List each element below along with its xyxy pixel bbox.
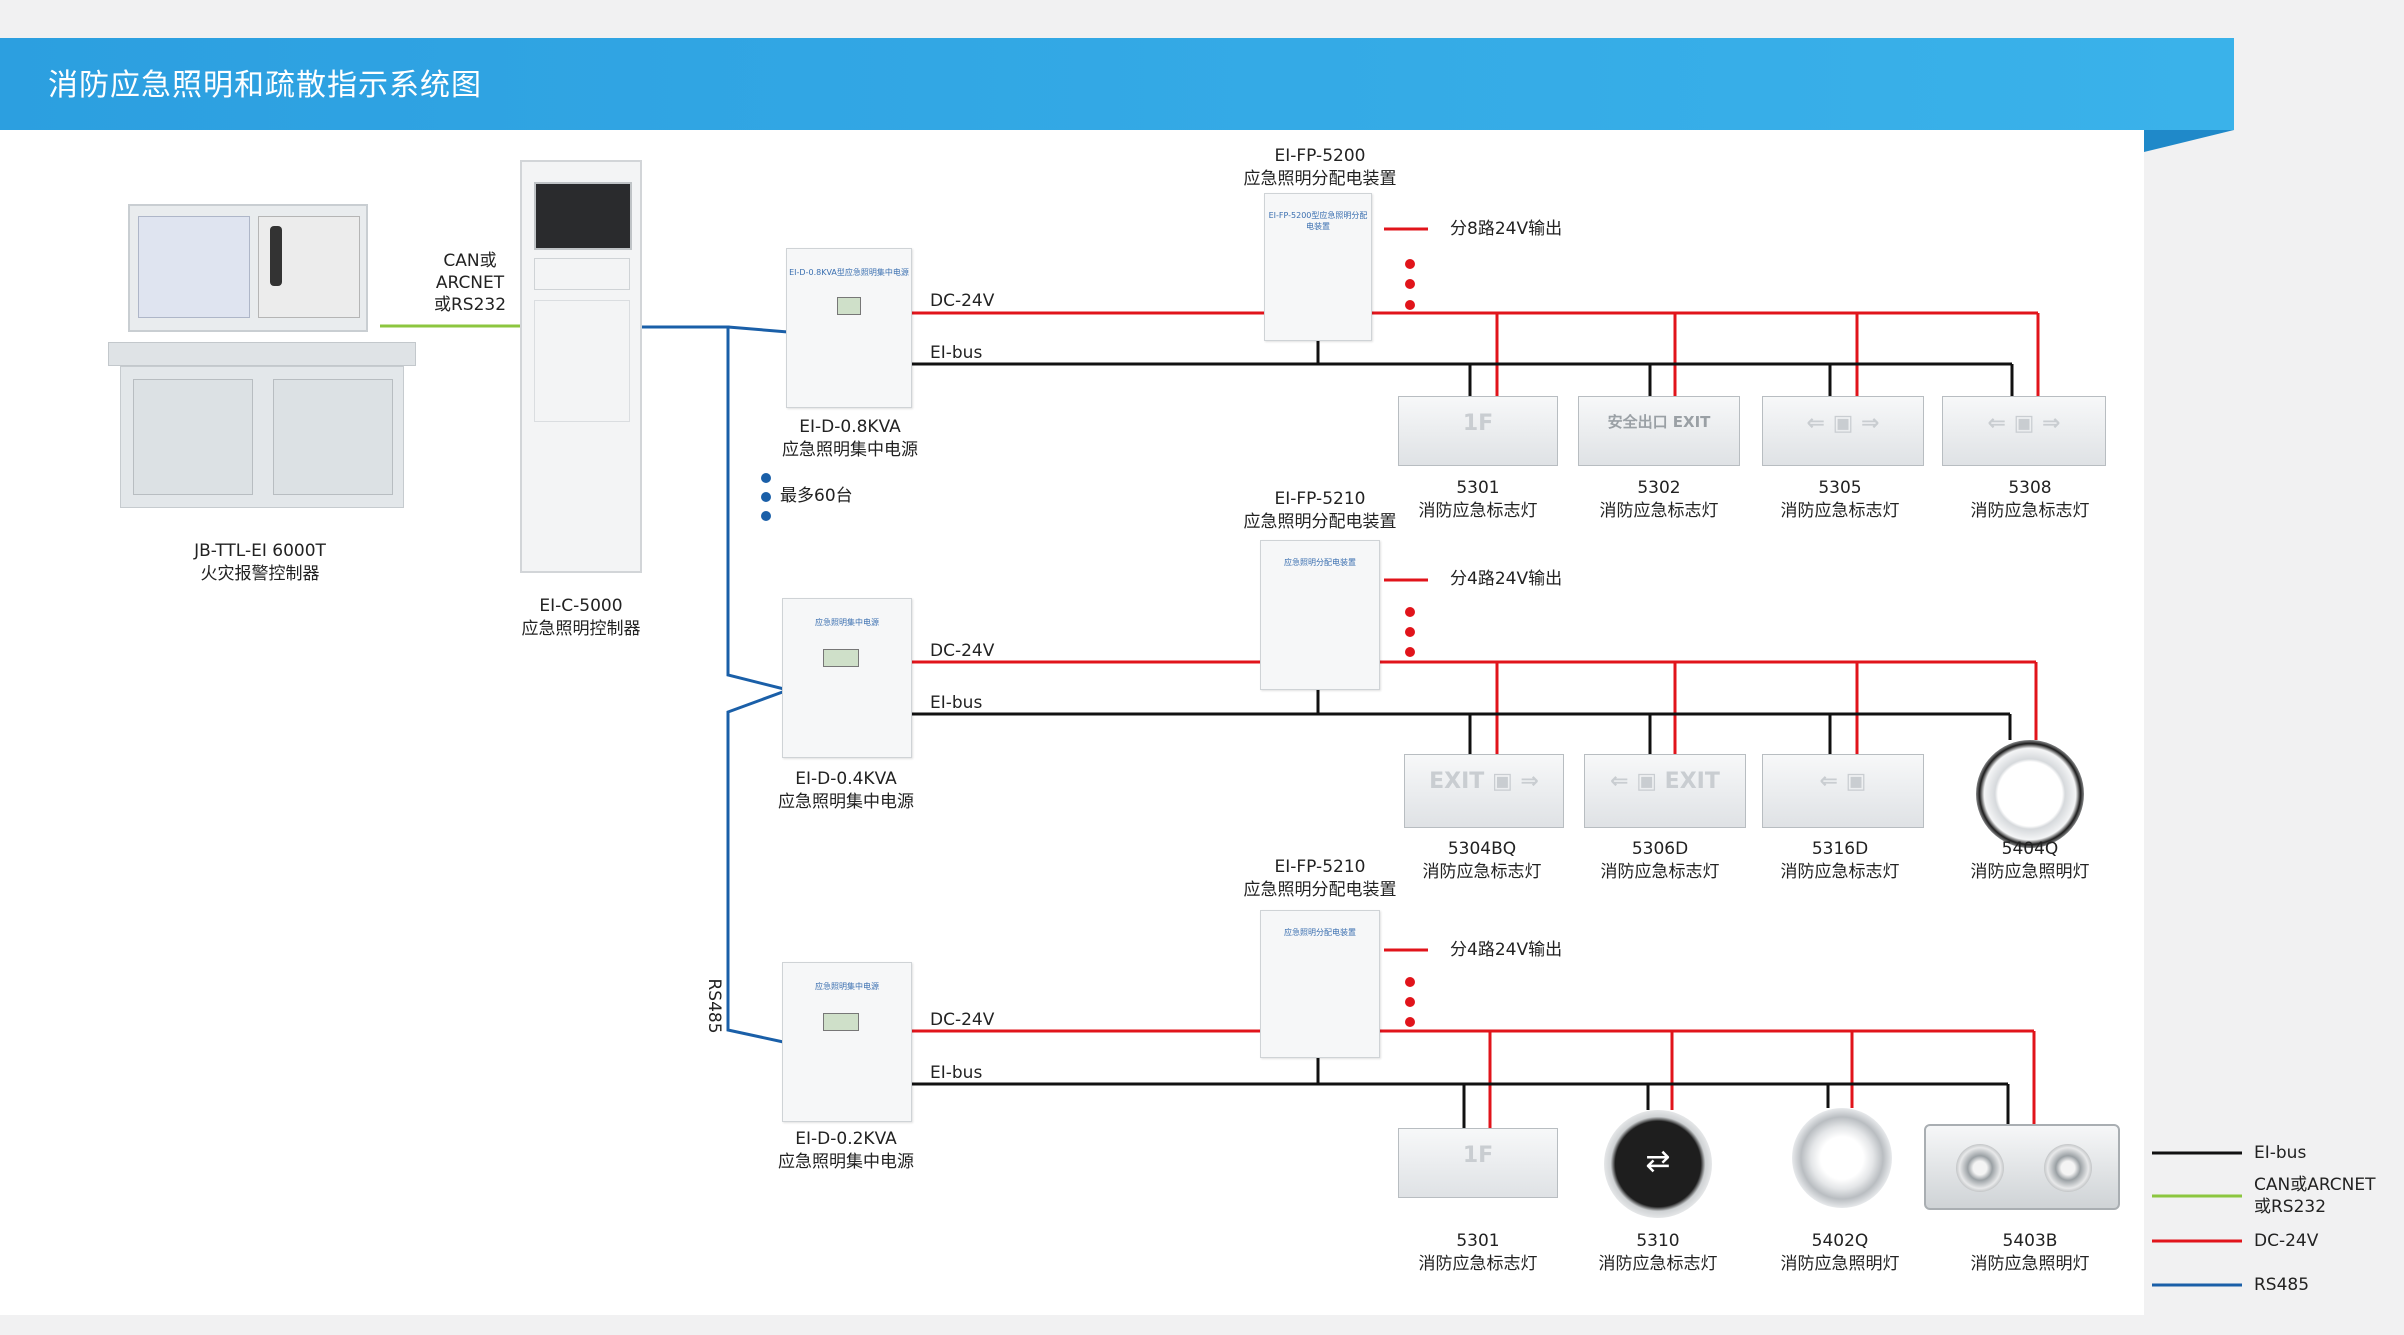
lamp-5302-sign: 安全出口 EXIT: [1578, 396, 1740, 466]
dist-output-label: 分4路24V输出: [1450, 569, 1563, 589]
rs485-wire: [642, 325, 789, 692]
power-supply-name: 应急照明集中电源: [778, 792, 914, 812]
lamp-name: 消防应急照明灯: [1970, 862, 2090, 882]
lamp-5301-sign: 1F: [1398, 396, 1558, 466]
ei-bus-label: EI-bus: [930, 343, 983, 363]
page-title: 消防应急照明和疏散指示系统图: [48, 68, 482, 103]
spot-lamp-icon: [1956, 1144, 2004, 1192]
max-units-dots: [761, 473, 771, 521]
lamp-model: 5403B: [2002, 1231, 2058, 1251]
dc24v-label: DC-24V: [930, 291, 995, 311]
fire-controller-cabinet: [120, 366, 404, 508]
rs485-wire: [726, 688, 789, 1045]
lamp-model: 5404Q: [2001, 839, 2059, 859]
lighting-controller-name: 应急照明控制器: [521, 619, 641, 639]
dist-unit-model: EI-FP-5210: [1274, 489, 1366, 509]
dist-output-label: 分4路24V输出: [1450, 940, 1563, 960]
dc24v-label: DC-24V: [930, 641, 995, 661]
legend-can: CAN或ARCNET 或RS232: [2254, 1175, 2376, 1217]
lamp-model: 5302: [1637, 478, 1681, 498]
power-supply-0.4kva: 应急照明集中电源: [782, 598, 912, 758]
dist-output-label: 分8路24V输出: [1450, 219, 1563, 239]
fire-controller-name: 火灾报警控制器: [200, 564, 320, 584]
lamp-5308-sign: ⇐ ▣ ⇒: [1942, 396, 2106, 466]
lamp-name: 消防应急标志灯: [1780, 862, 1900, 882]
lamp-name: 消防应急标志灯: [1970, 501, 2090, 521]
dist-unit-model: EI-FP-5210: [1274, 857, 1366, 877]
double-arrow-icon: ⇄: [1645, 1144, 1671, 1179]
header-bar: [0, 38, 2234, 130]
dist-unit-model: EI-FP-5200: [1274, 146, 1366, 166]
rs485-label: RS485: [704, 978, 724, 1034]
lamp-model: 5304BQ: [1447, 839, 1517, 859]
max-units-label: 最多60台: [780, 486, 853, 506]
lamp-model: 5301: [1456, 478, 1500, 498]
lamp-model: 5308: [2008, 478, 2052, 498]
fire-controller-model: JB-TTL-EI 6000T: [194, 541, 326, 561]
lamp-name: 消防应急标志灯: [1599, 501, 1719, 521]
power-supply-model: EI-D-0.8KVA: [799, 417, 901, 437]
lamp-name: 消防应急标志灯: [1422, 862, 1542, 882]
lamp-model: 5316D: [1811, 839, 1869, 859]
distribution-unit-5210: 应急照明分配电装置: [1260, 540, 1380, 690]
lamp-name: 消防应急照明灯: [1780, 1254, 1900, 1274]
legend-ei-bus: EI-bus: [2254, 1143, 2307, 1163]
legend-rs485: RS485: [2254, 1275, 2310, 1295]
lighting-controller-cabinet: [520, 160, 642, 573]
lamp-5301-sign: 1F: [1398, 1128, 1558, 1198]
lamp-name: 消防应急照明灯: [1970, 1254, 2090, 1274]
lamp-5403b-twin-light: [1924, 1124, 2120, 1210]
rs485-wire: [727, 325, 789, 334]
distribution-unit-5200: EI-FP-5200型应急照明分配电装置: [1264, 193, 1372, 341]
lamp-5305-sign: ⇐ ▣ ⇒: [1762, 396, 1924, 466]
spot-lamp-icon: [2044, 1144, 2092, 1192]
output-dots: [1405, 259, 1415, 1027]
legend-dc24v: DC-24V: [2254, 1231, 2319, 1251]
lamp-5304bq-sign: EXIT ▣ ⇒: [1404, 754, 1564, 828]
lamp-name: 消防应急标志灯: [1600, 862, 1720, 882]
power-supply-model: EI-D-0.4KVA: [795, 769, 897, 789]
lamp-5316d-sign: ⇐ ▣: [1762, 754, 1924, 828]
controller-screen: [534, 182, 632, 250]
lamp-model: 5402Q: [1811, 1231, 1869, 1251]
dist-unit-name: 应急照明分配电装置: [1243, 512, 1397, 532]
lighting-controller-model: EI-C-5000: [539, 596, 623, 616]
fire-controller-panel: [128, 204, 368, 332]
lamp-name: 消防应急标志灯: [1598, 1254, 1718, 1274]
header-corner: [2144, 130, 2234, 152]
ei-bus-label: EI-bus: [930, 1063, 983, 1083]
distribution-unit-5210: 应急照明分配电装置: [1260, 910, 1380, 1058]
power-supply-0.2kva: 应急照明集中电源: [782, 962, 912, 1122]
lamp-model: 5301: [1456, 1231, 1500, 1251]
dist-unit-name: 应急照明分配电装置: [1243, 169, 1397, 189]
lamp-5402q-light: [1792, 1108, 1892, 1208]
lamp-5310-round-sign: ⇄: [1604, 1110, 1712, 1218]
dist-unit-name: 应急照明分配电装置: [1243, 880, 1397, 900]
lamp-model: 5310: [1636, 1231, 1680, 1251]
lamp-model: 5306D: [1631, 839, 1689, 859]
dc24v-label: DC-24V: [930, 1010, 995, 1030]
lamp-5306d-sign: ⇐ ▣ EXIT: [1584, 754, 1746, 828]
lamp-name: 消防应急标志灯: [1780, 501, 1900, 521]
can-link-label: CAN或 ARCNET 或RS232: [433, 251, 507, 315]
power-supply-0.8kva: EI-D-0.8KVA型应急照明集中电源: [786, 248, 912, 408]
fire-controller-desk: [108, 342, 416, 366]
power-supply-name: 应急照明集中电源: [778, 1152, 914, 1172]
ei-bus-label: EI-bus: [930, 693, 983, 713]
lamp-name: 消防应急标志灯: [1418, 501, 1538, 521]
lamp-model: 5305: [1818, 478, 1862, 498]
lamp-name: 消防应急标志灯: [1418, 1254, 1538, 1274]
power-supply-name: 应急照明集中电源: [782, 440, 918, 460]
lamp-5404q-light: [1976, 740, 2084, 848]
power-supply-model: EI-D-0.2KVA: [795, 1129, 897, 1149]
